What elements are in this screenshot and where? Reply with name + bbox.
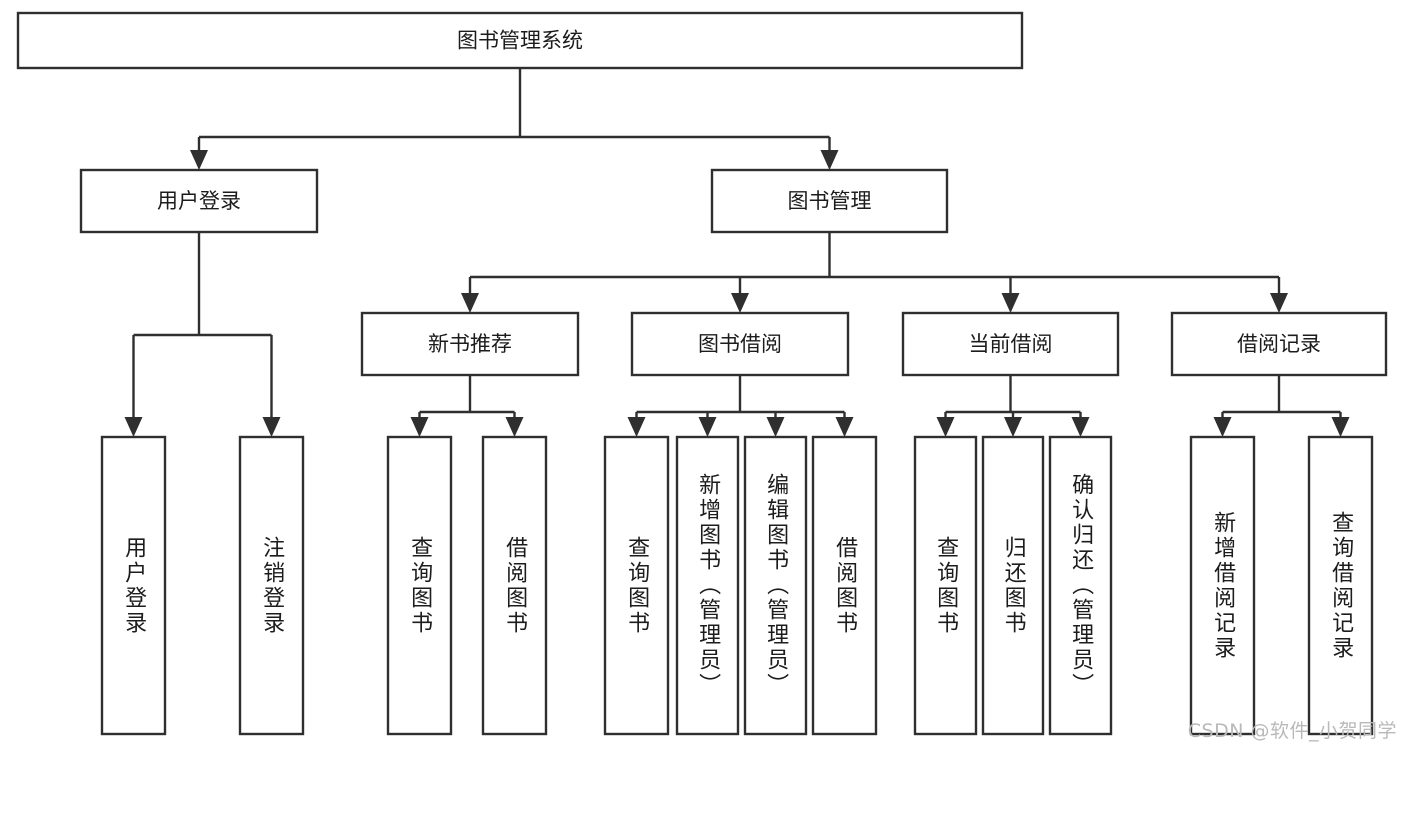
arrow-head-icon (461, 293, 479, 313)
node-box-level3-1[interactable] (630, 311, 850, 377)
connector-layer (124, 68, 1350, 437)
node-label-root-0: 图书管理系统 (457, 29, 583, 53)
box-layer (16, 11, 1388, 736)
arrow-head-icon (698, 417, 717, 437)
node-box-leaf-7[interactable] (811, 435, 878, 736)
arrow-head-icon (1004, 417, 1022, 437)
node-label-level2-1: 图书管理 (788, 189, 872, 213)
diagram-canvas: 图书管理系统用户登录图书管理新书推荐图书借阅当前借阅借阅记录 用户登录注销登录查… (16, 11, 1397, 742)
arrow-head-icon (627, 417, 646, 437)
arrow-head-icon (766, 417, 785, 437)
node-box-leaf-3[interactable] (481, 435, 548, 736)
arrow-head-icon (190, 150, 208, 170)
node-label-level2-0: 用户登录 (157, 189, 241, 213)
node-box-leaf-0[interactable] (100, 435, 167, 736)
node-box-leaf-11[interactable] (1189, 435, 1256, 736)
arrow-head-icon (262, 417, 281, 437)
arrow-head-icon (1001, 293, 1020, 313)
node-box-leaf-2[interactable] (386, 435, 453, 736)
arrow-head-icon (1213, 417, 1232, 437)
arrow-head-icon (1270, 293, 1288, 313)
node-label-level3-3: 借阅记录 (1237, 332, 1321, 356)
watermark-text: CSDN @软件_小贺同学 (1187, 720, 1397, 742)
node-box-leaf-5[interactable] (675, 435, 740, 736)
node-label-level3-2: 当前借阅 (969, 332, 1053, 356)
node-box-level3-0[interactable] (360, 311, 580, 377)
node-box-root-0[interactable] (16, 11, 1024, 70)
arrow-head-icon (936, 417, 955, 437)
arrow-head-icon (410, 417, 429, 437)
node-box-leaf-9[interactable] (981, 435, 1045, 736)
node-box-level3-3[interactable] (1170, 311, 1388, 377)
arrow-head-icon (505, 417, 524, 437)
node-box-leaf-6[interactable] (743, 435, 808, 736)
node-box-level2-1[interactable] (710, 168, 949, 234)
arrow-head-icon (124, 417, 143, 437)
node-label-level3-1: 图书借阅 (698, 332, 782, 356)
node-box-leaf-10[interactable] (1048, 435, 1113, 736)
node-box-leaf-1[interactable] (238, 435, 305, 736)
node-box-leaf-12[interactable] (1307, 435, 1374, 736)
arrow-head-icon (1071, 417, 1090, 437)
arrow-head-icon (835, 417, 854, 437)
arrow-head-icon (731, 293, 749, 313)
arrow-head-icon (1331, 417, 1350, 437)
node-box-level3-2[interactable] (901, 311, 1120, 377)
node-box-leaf-4[interactable] (603, 435, 670, 736)
node-box-leaf-8[interactable] (913, 435, 978, 736)
arrow-head-icon (820, 150, 839, 170)
node-box-level2-0[interactable] (79, 168, 319, 234)
node-label-level3-0: 新书推荐 (428, 332, 512, 356)
